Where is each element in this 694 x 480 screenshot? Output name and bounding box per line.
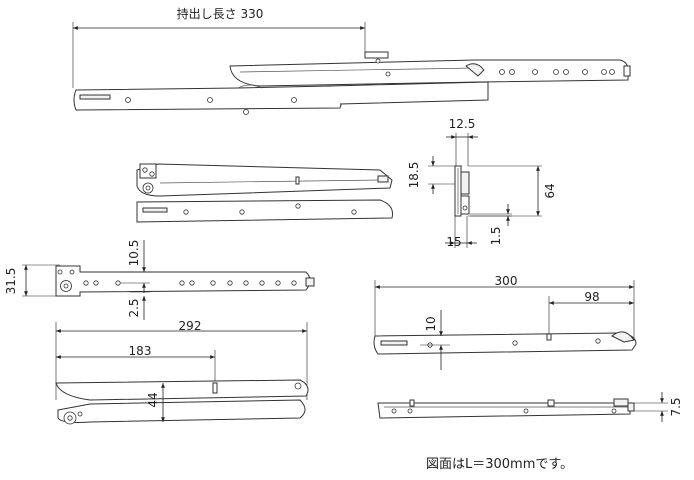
- dim-10: 10: [424, 316, 438, 331]
- dim-1-5: 1.5: [489, 226, 503, 245]
- bottom-left-rail-view: 292 183 44: [55, 319, 309, 425]
- dim-292: 292: [179, 319, 202, 333]
- closed-rail-view: [136, 163, 393, 223]
- cross-section-view: 12.5 18.5 64 15 1.5: [407, 117, 557, 249]
- dim-44: 44: [146, 392, 160, 407]
- dim-2-5: 2.5: [127, 298, 141, 317]
- dim-18-5: 18.5: [407, 162, 421, 189]
- drawing-note: 図面はL＝300mmです。: [426, 457, 573, 472]
- dim-10-5: 10.5: [127, 240, 141, 267]
- dim-98: 98: [584, 290, 599, 304]
- bottom-right-rail-view: 7.5: [377, 392, 683, 422]
- dim-31-5: 31.5: [4, 268, 18, 295]
- dim-15: 15: [446, 235, 461, 249]
- right-rail-view: 300 98 10: [373, 274, 637, 370]
- dim-300: 300: [495, 274, 518, 288]
- extension-length-label: 持出し長さ 330: [177, 6, 264, 21]
- side-rail-view: 31.5 10.5 2.5: [4, 240, 315, 320]
- dim-183: 183: [129, 344, 152, 358]
- dim-12-5: 12.5: [449, 117, 476, 131]
- dim-7-5: 7.5: [669, 397, 683, 416]
- extended-rail-view: 持出し長さ 330: [72, 6, 631, 115]
- dim-64: 64: [543, 183, 557, 198]
